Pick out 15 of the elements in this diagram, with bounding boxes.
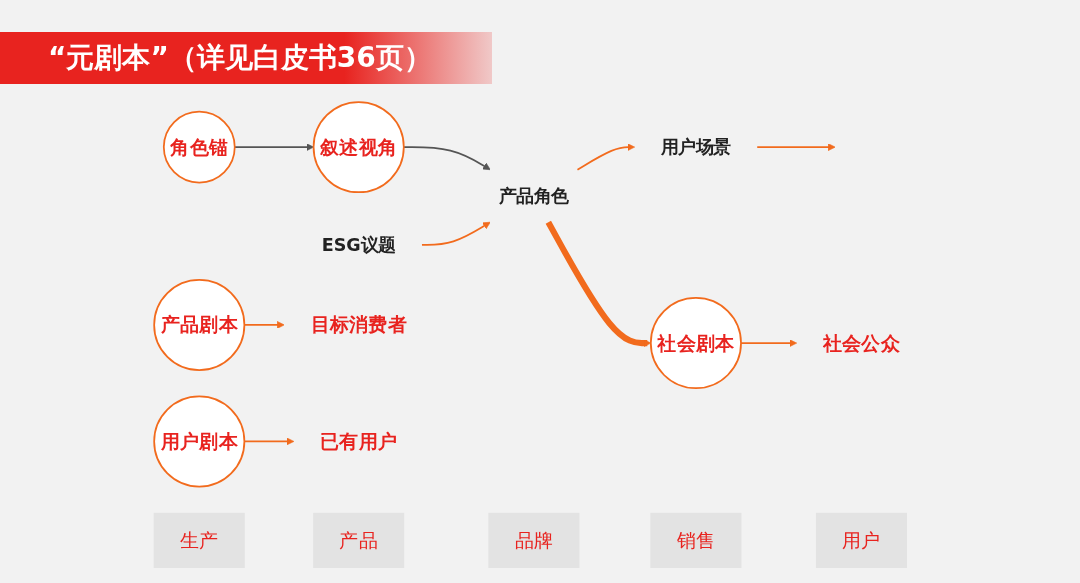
arrow bbox=[756, 143, 836, 151]
node-circle: 社会剧本 bbox=[649, 297, 742, 390]
node-circle: 用户剧本 bbox=[153, 395, 246, 488]
node-circle: 产品剧本 bbox=[153, 278, 246, 371]
node-text: ESG议题 bbox=[321, 234, 396, 256]
node-text: 社会公众 bbox=[822, 332, 900, 355]
arrow bbox=[576, 143, 635, 171]
node-circle: 叙述视角 bbox=[312, 101, 405, 194]
arrow bbox=[421, 221, 491, 246]
node-circle: 角色锚 bbox=[162, 110, 236, 184]
node-text: 用户场景 bbox=[660, 136, 731, 158]
node-text: 已有用户 bbox=[320, 430, 398, 453]
node-text: 产品角色 bbox=[498, 185, 569, 207]
node-text: 目标消费者 bbox=[310, 313, 407, 336]
title-banner: “元剧本”（详见白皮书36页） bbox=[0, 32, 492, 84]
